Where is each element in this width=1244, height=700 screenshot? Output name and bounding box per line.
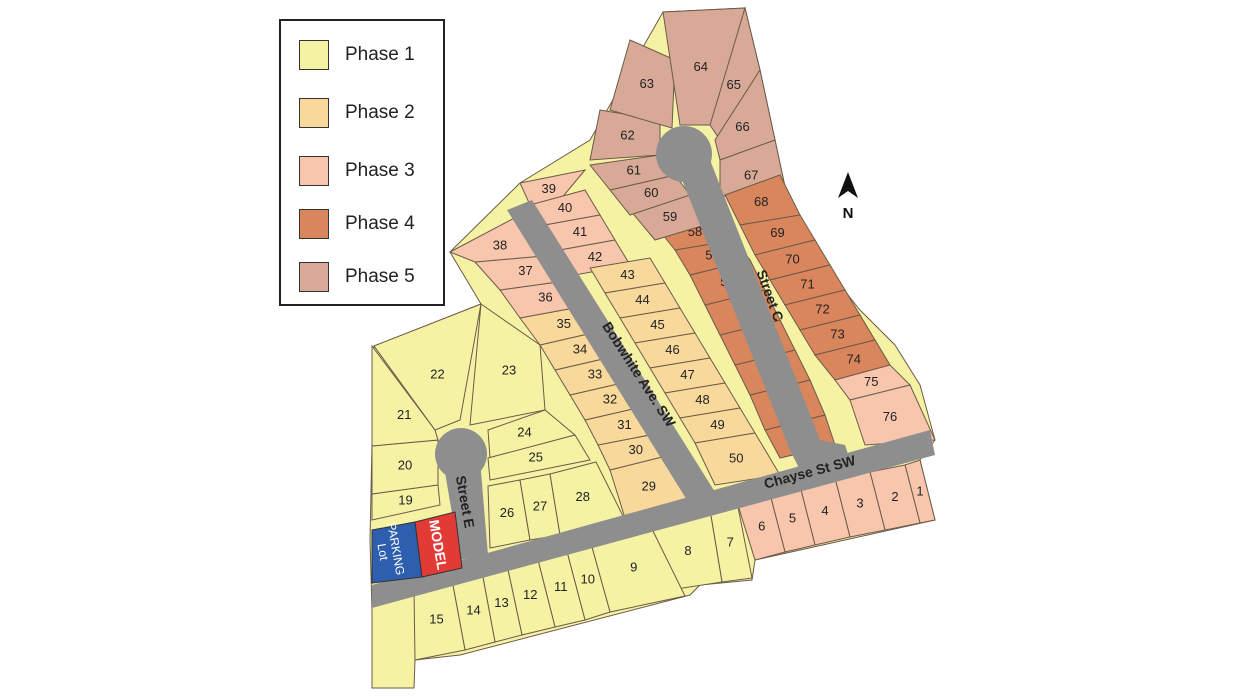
cul-de-sac-west	[435, 428, 487, 480]
lot-label-48: 48	[695, 392, 709, 407]
lot-label-34: 34	[573, 341, 587, 356]
lot-label-75: 75	[864, 374, 878, 389]
legend-item-phase-2: Phase 2	[299, 96, 415, 130]
lot-label-28: 28	[576, 489, 590, 504]
legend-swatch	[299, 156, 329, 186]
lot-label-47: 47	[680, 367, 694, 382]
legend-swatch	[299, 262, 329, 292]
lot-label-32: 32	[603, 391, 617, 406]
lot-label-59: 59	[663, 209, 677, 224]
lot-label-21: 21	[397, 407, 411, 422]
road-street-e	[442, 455, 488, 560]
legend-label: Phase 3	[345, 160, 415, 181]
lot-label-26: 26	[500, 505, 514, 520]
lot-label-50: 50	[729, 450, 743, 465]
roads	[372, 126, 935, 608]
north-label: N	[842, 205, 854, 222]
legend-label: Phase 2	[345, 102, 415, 123]
legend-item-phase-3: Phase 3	[299, 154, 415, 188]
lot-label-40: 40	[558, 200, 572, 215]
lot-label-7: 7	[727, 534, 734, 549]
lot-label-62: 62	[620, 128, 634, 143]
legend-label: Phase 5	[345, 266, 415, 287]
lot-label-25: 25	[529, 450, 543, 465]
lot-label-5: 5	[789, 511, 796, 526]
north-arrow-icon	[838, 172, 858, 198]
north-indicator: N	[836, 172, 860, 222]
legend-swatch	[299, 98, 329, 128]
lot-label-24: 24	[517, 425, 531, 440]
road-bobwhite	[507, 200, 720, 505]
lot-63	[609, 39, 676, 129]
legend-item-phase-1: Phase 1	[299, 38, 415, 72]
lot-label-8: 8	[684, 543, 691, 558]
legend-item-phase-4: Phase 4	[299, 207, 415, 241]
lot-label-69: 69	[770, 225, 784, 240]
model-home	[414, 511, 463, 578]
road-street-c	[670, 150, 850, 470]
lot-label-72: 72	[815, 301, 829, 316]
lot-label-61: 61	[627, 163, 641, 178]
legend-swatch	[299, 40, 329, 70]
lot-label-70: 70	[785, 251, 799, 266]
lot-label-45: 45	[650, 317, 664, 332]
lot-label-22: 22	[430, 366, 444, 381]
lot-label-27: 27	[533, 499, 547, 514]
cul-de-sac-north	[656, 126, 712, 182]
legend-label: Phase 4	[345, 213, 415, 234]
road-chayse	[372, 430, 935, 608]
parking-label-2: Lot	[374, 542, 391, 562]
lot-label-1: 1	[916, 483, 923, 498]
legend-swatch	[299, 209, 329, 239]
lot-22	[373, 303, 482, 431]
lot-76	[849, 384, 936, 446]
lot-label-43: 43	[620, 267, 634, 282]
lot-label-36: 36	[538, 290, 552, 305]
lot-label-19: 19	[398, 492, 412, 507]
lot-label-20: 20	[398, 458, 412, 473]
lot-label-35: 35	[557, 316, 571, 331]
lot-label-71: 71	[800, 276, 814, 291]
lot-label-49: 49	[710, 417, 724, 432]
lot-label-63: 63	[640, 76, 654, 91]
lot-label-74: 74	[847, 351, 861, 366]
lot-label-38: 38	[493, 237, 507, 252]
lot-label-10: 10	[581, 571, 595, 586]
lot-25	[487, 434, 591, 481]
lot-label-29: 29	[642, 478, 656, 493]
lot-label-76: 76	[883, 409, 897, 424]
lot-label-4: 4	[821, 503, 828, 518]
legend-label: Phase 1	[345, 44, 415, 65]
lot-label-65: 65	[727, 77, 741, 92]
lot-label-2: 2	[891, 489, 898, 504]
lot-label-31: 31	[617, 417, 631, 432]
lot-21	[371, 344, 439, 447]
lot-label-37: 37	[518, 263, 532, 278]
lot-label-14: 14	[466, 602, 480, 617]
lot-label-6: 6	[758, 518, 765, 533]
lot-label-42: 42	[588, 249, 602, 264]
lot-label-41: 41	[573, 224, 587, 239]
lot-label-66: 66	[735, 119, 749, 134]
lot-label-13: 13	[494, 595, 508, 610]
lot-label-12: 12	[523, 587, 537, 602]
lot-label-9: 9	[630, 560, 637, 575]
lot-label-33: 33	[588, 366, 602, 381]
lot-label-67: 67	[744, 168, 758, 183]
lot-label-46: 46	[665, 342, 679, 357]
lot-label-3: 3	[856, 496, 863, 511]
lot-label-64: 64	[694, 59, 708, 74]
lot-label-73: 73	[830, 326, 844, 341]
lot-label-60: 60	[644, 185, 658, 200]
lot-label-30: 30	[629, 442, 643, 457]
lot-label-23: 23	[502, 362, 516, 377]
legend: Phase 1 Phase 2 Phase 3 Phase 4 Phase 5	[279, 19, 445, 306]
lot-label-15: 15	[429, 611, 443, 626]
lot-label-39: 39	[542, 181, 556, 196]
lot-label-44: 44	[635, 292, 649, 307]
lot-label-68: 68	[754, 194, 768, 209]
legend-item-phase-5: Phase 5	[299, 260, 415, 294]
lot-label-11: 11	[554, 579, 568, 594]
